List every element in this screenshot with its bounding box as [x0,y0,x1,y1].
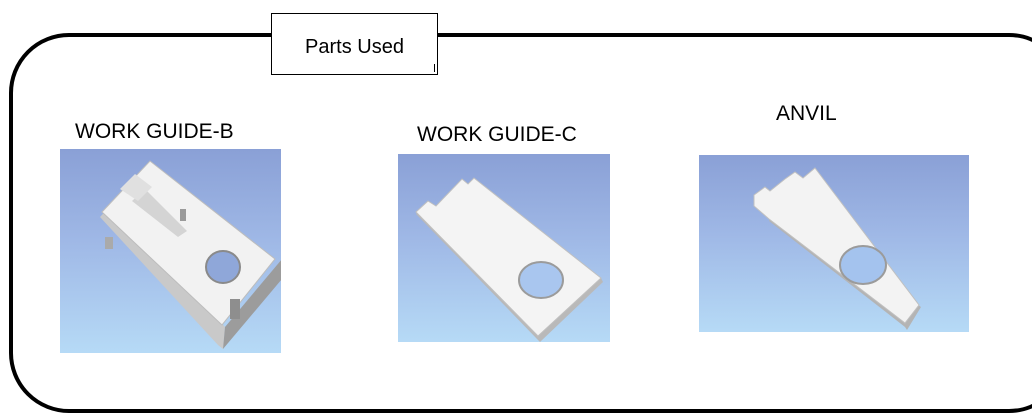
part-label-work-guide-c: WORK GUIDE-C [417,123,577,146]
work-guide-b-render [100,160,281,349]
section-title: Parts Used [305,36,404,58]
section-tab: Parts Used [271,13,438,75]
work-guide-c-render [415,177,603,342]
part-label-work-guide-b: WORK GUIDE-B [75,120,234,143]
anvil-render [753,167,921,330]
part-image-anvil [699,155,969,332]
part-image-work-guide-c [398,154,610,342]
part-label-anvil: ANVIL [776,102,837,125]
tab-tick-mark [434,64,435,72]
part-image-work-guide-b [60,149,281,353]
